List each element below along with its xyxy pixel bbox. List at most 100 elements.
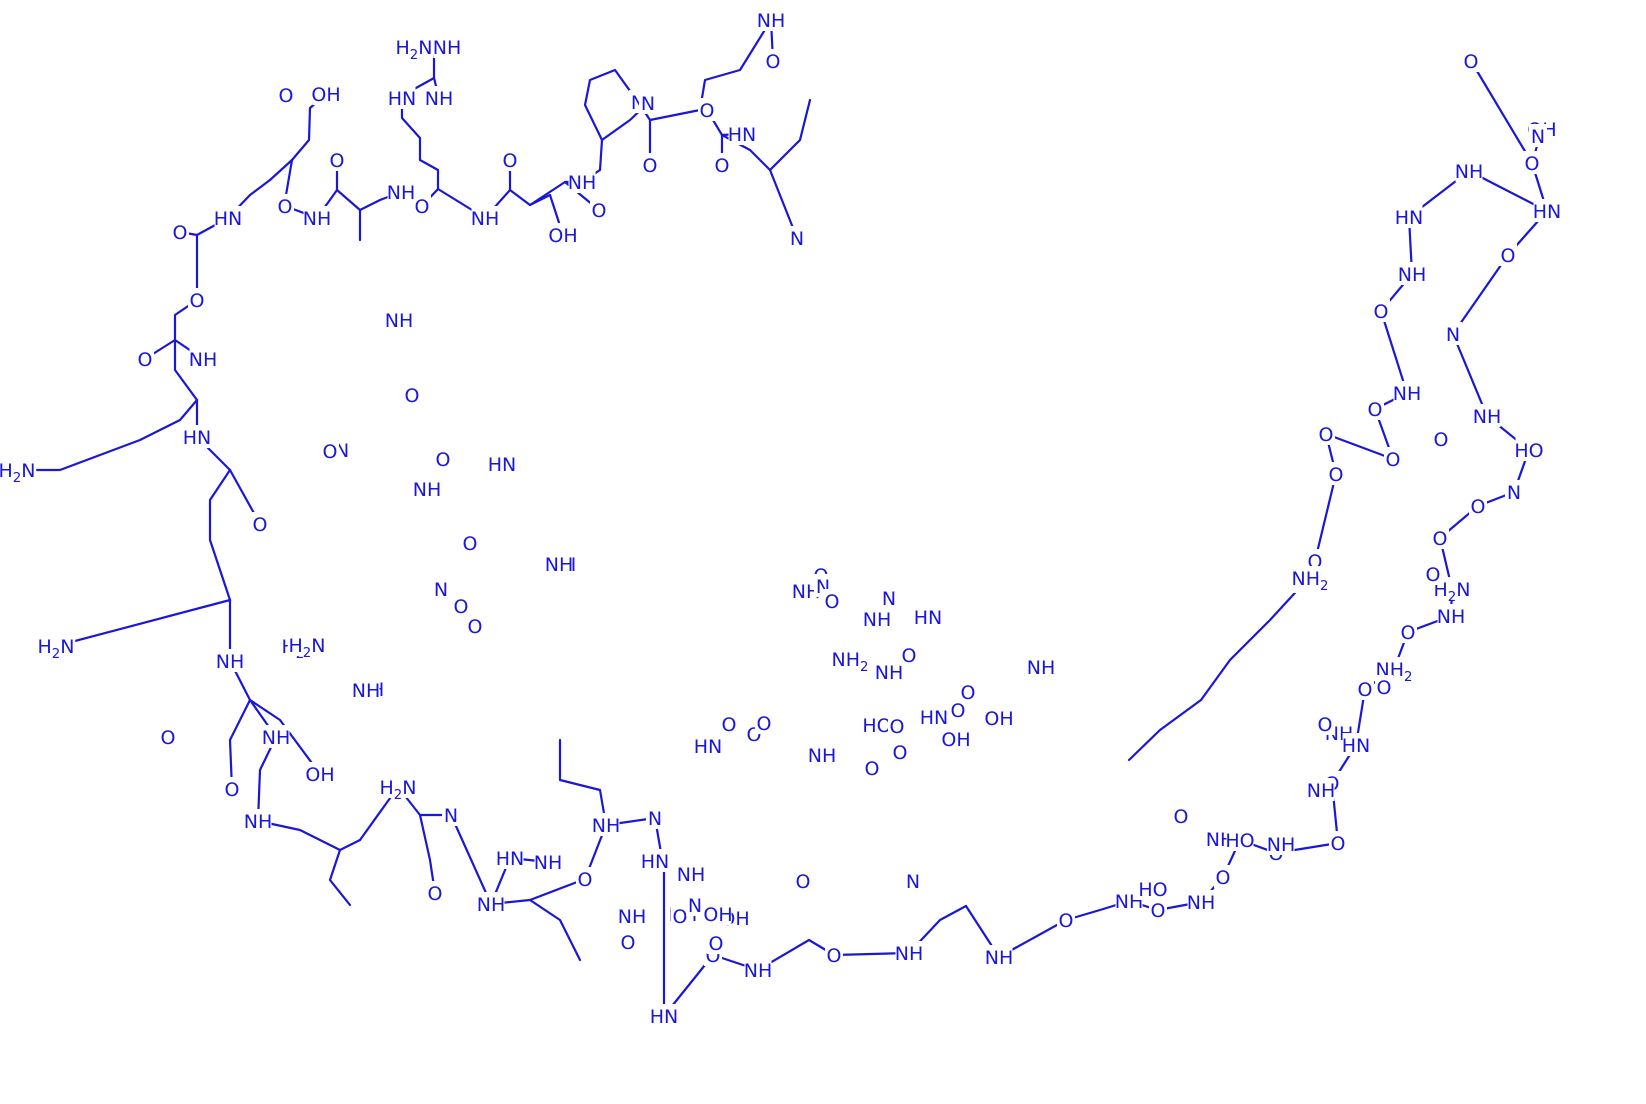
atom-label-bg [704, 902, 732, 925]
atom-label: HO [1225, 830, 1254, 852]
atom-label: O [709, 933, 724, 955]
atom-label-bg [698, 98, 716, 121]
atom-label-bg [1115, 889, 1143, 912]
atom-label-bg [1384, 447, 1402, 470]
atom-label: O [951, 700, 966, 722]
atom-label: HN [388, 88, 417, 110]
atom-label-bg [442, 803, 460, 826]
bond [173, 338, 199, 439]
bond [1199, 580, 1307, 702]
atom-label: NH [1187, 892, 1216, 914]
atom-label-bg [1307, 778, 1335, 801]
bond [1127, 698, 1203, 762]
atom-label: NH [808, 745, 837, 767]
atom-label: N [1531, 126, 1545, 148]
atom-label: O [893, 742, 908, 764]
atom-label-bg [426, 881, 444, 904]
atom-label-bg [1366, 397, 1384, 420]
atom-label: NH [303, 208, 332, 230]
atom-label-bg [646, 806, 664, 829]
atom-label: HN [728, 124, 757, 146]
bond [653, 816, 666, 1018]
atom-label-bg [794, 869, 812, 892]
atom-label: N [641, 93, 655, 115]
atom-label-bg [1437, 604, 1465, 627]
atom-label: NH [1398, 264, 1427, 286]
atom-label: O [415, 196, 430, 218]
atom-label: NH [425, 88, 454, 110]
atom-label: O [1331, 833, 1346, 855]
atom-label-bg [534, 850, 562, 873]
atom-label: O [1464, 51, 1479, 73]
atom-label: HN [214, 208, 243, 230]
atom-label-bg [388, 86, 416, 109]
atom-label-bg [477, 892, 505, 915]
atom-label-bg [1375, 675, 1393, 698]
atom-label: NH [618, 906, 647, 928]
atom-label-bg [863, 713, 891, 736]
atom-label: NH [471, 208, 500, 230]
atom-label-bg [720, 712, 738, 735]
atom-label: O [1368, 399, 1383, 421]
atom-label: N [790, 228, 804, 250]
atom-label-bg [1395, 205, 1423, 228]
bond [208, 468, 232, 602]
atom-label-bg [1342, 733, 1370, 756]
bond [256, 819, 362, 852]
atom-label-bg [394, 35, 434, 58]
atom-label: HN [650, 1006, 679, 1028]
atom-label-bg [1399, 620, 1417, 643]
atom-label: OH [703, 904, 732, 926]
bond [256, 735, 278, 823]
atom-label-bg [1027, 655, 1055, 678]
atom-label-bg [433, 35, 461, 58]
atom-label-bg [277, 83, 295, 106]
atom-label-bg [276, 194, 294, 217]
atom-label: O [1319, 424, 1334, 446]
atom-label-bg [378, 775, 418, 798]
atom-label: NH [792, 581, 821, 603]
atom-label-bg [1139, 877, 1167, 900]
atom-label: HN [694, 736, 723, 758]
atom-label-bg [788, 226, 806, 249]
atom-label-bg [1432, 427, 1450, 450]
atom-label-bg [592, 813, 620, 836]
atom-label: NH [413, 479, 442, 501]
bond [195, 435, 262, 526]
atom-label: NH [352, 680, 381, 702]
atom-label-bg [452, 594, 470, 617]
atom-label-bg [830, 647, 870, 670]
atom-label: NH [568, 172, 597, 194]
atom-label-bg [434, 447, 452, 470]
atom-label: O [621, 932, 636, 954]
atom-label-bg [287, 633, 327, 656]
atom-label: O [323, 441, 338, 463]
atom-label-bg [568, 170, 596, 193]
atom-label: O [405, 385, 420, 407]
atom-label-bg [1505, 480, 1523, 503]
atom-label-bg [677, 862, 705, 885]
atom-label: HN [641, 851, 670, 873]
atom-label: O [1174, 806, 1189, 828]
atom-label-bg [1374, 657, 1414, 680]
atom-label: O [1329, 464, 1344, 486]
atom-label: O [1433, 528, 1448, 550]
atom-label-bg [432, 577, 450, 600]
atom-label-bg [1327, 462, 1345, 485]
atom-label: NH [985, 947, 1014, 969]
bond [54, 598, 232, 648]
bond [1324, 432, 1395, 461]
atom-label-bg [641, 153, 659, 176]
bond [449, 813, 493, 906]
bond [698, 18, 775, 112]
atom-label-bg [1316, 712, 1334, 735]
atom-label: O [138, 349, 153, 371]
atom-label-bg [880, 586, 898, 609]
atom-label-bg [1455, 159, 1483, 182]
bond [1451, 332, 1489, 418]
atom-label-bg [0, 458, 37, 481]
atom-label: O [173, 222, 188, 244]
atom-label-bg [189, 347, 217, 370]
